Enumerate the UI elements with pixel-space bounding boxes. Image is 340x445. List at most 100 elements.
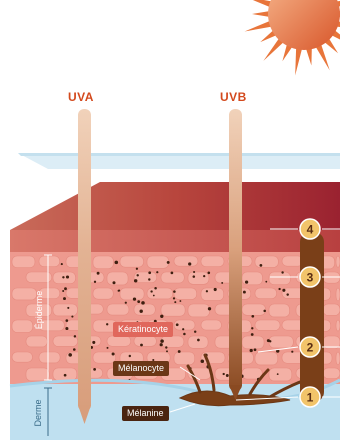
melanin-granule (148, 278, 150, 280)
epidermis-cell (242, 272, 262, 285)
melanin-column (300, 232, 324, 402)
epidermis-cell (269, 272, 290, 285)
melanin-granule (263, 310, 266, 313)
step-marker-2: 2 (300, 337, 320, 357)
epidermis-cell (174, 256, 198, 266)
epidermis-cell (39, 256, 60, 267)
epidermis-cell (201, 288, 224, 301)
melanin-granule (201, 359, 205, 363)
melanin-granule (197, 339, 200, 342)
epidermis-cell (12, 320, 33, 332)
sun-icon (245, 0, 340, 75)
melanocyte-label: Mélanocyte (113, 361, 169, 376)
epidermis-cell (336, 352, 340, 365)
melanin-granule (245, 280, 248, 283)
melanin-granule (63, 297, 66, 300)
epidermis-cell (12, 256, 35, 268)
skin-front-stripe (10, 230, 340, 252)
epidermis-cell (282, 256, 303, 266)
melanin-granule (166, 350, 168, 352)
epidermis-cell (336, 256, 340, 267)
melanin-granule (250, 349, 253, 352)
step-marker-1: 1 (300, 387, 320, 407)
epidermis-cell (161, 336, 184, 347)
melanin-granule (64, 287, 67, 290)
melanin-granule (133, 297, 136, 300)
melanin-granule (254, 348, 257, 351)
epidermis-cell (120, 256, 144, 267)
epidermis-cell (201, 320, 221, 330)
melanin-granule (160, 315, 163, 318)
melanin-granule (156, 271, 158, 273)
sun-ray (315, 44, 329, 71)
melanin-granule (134, 279, 137, 282)
melanin-granule (165, 346, 167, 348)
melanin-granule (137, 274, 139, 276)
melanin-granule (193, 271, 195, 273)
melanin-granule (167, 261, 170, 264)
melanin-granule (125, 302, 127, 304)
epidermis-cell (323, 304, 340, 315)
epidermis-cell (255, 256, 278, 267)
epidermis-cell (134, 304, 155, 315)
melanin-granule (150, 290, 152, 292)
melanin-granule (118, 290, 120, 292)
melanin-granule (173, 297, 175, 299)
epidermis-cell (107, 272, 128, 285)
melanin-granule (160, 339, 164, 343)
melanin-granule (188, 262, 191, 265)
step-marker-3: 3 (300, 267, 320, 287)
melanin-granule (182, 328, 184, 330)
melanin-granule (265, 281, 267, 283)
melanin-granule (65, 327, 68, 330)
melanin-granule (136, 268, 138, 270)
melanin-granule (141, 301, 145, 305)
melanin-granule (62, 290, 64, 292)
melanin-granule (160, 343, 163, 346)
melanin-granule (129, 355, 131, 357)
melanin-granule (291, 351, 293, 353)
melanin-granule (171, 272, 174, 275)
melanin-granule (226, 374, 229, 377)
epidermis-label: Épiderme (34, 285, 44, 335)
keratinocyte-label: Kératinocyte (113, 322, 173, 337)
epidermis-cell (39, 352, 60, 363)
melanin-granule (112, 281, 115, 284)
epidermis-cell (26, 336, 47, 347)
melanin-granule (154, 287, 157, 290)
epidermis-cell (93, 288, 113, 299)
svg-text:1: 1 (307, 391, 314, 405)
svg-text:2: 2 (307, 341, 314, 355)
uva-label: UVA (68, 90, 94, 104)
epidermis-cell (255, 352, 278, 365)
melanin-granule (174, 301, 176, 303)
melanin-granule (66, 275, 69, 278)
sun-ray (245, 0, 273, 7)
melanin-granule (94, 281, 96, 283)
melanin-granule (251, 327, 253, 329)
melanin-granule (214, 288, 217, 291)
epidermis-cell (242, 336, 264, 349)
epidermis-cell (336, 320, 340, 331)
melanin-granule (173, 290, 176, 293)
epidermis-cell (147, 256, 169, 268)
melanin-granule (68, 353, 72, 357)
uvb-label: UVB (220, 90, 247, 104)
epidermis-cell (323, 272, 340, 283)
melanin-granule (282, 289, 285, 292)
melanin-granule (67, 307, 69, 309)
epidermis-cell (188, 272, 209, 284)
melanin-granule (97, 272, 100, 275)
melanin-granule (251, 315, 254, 318)
epidermis-cell (174, 288, 197, 299)
melanin-granule (251, 333, 254, 336)
melanin-granule (208, 272, 211, 275)
epidermis-cell (26, 368, 49, 381)
melanin-granule (223, 373, 225, 375)
melanin-granule (278, 288, 280, 290)
melanin-granule (115, 261, 119, 265)
epidermis-cell (269, 304, 290, 317)
epidermis-cell (336, 288, 340, 301)
